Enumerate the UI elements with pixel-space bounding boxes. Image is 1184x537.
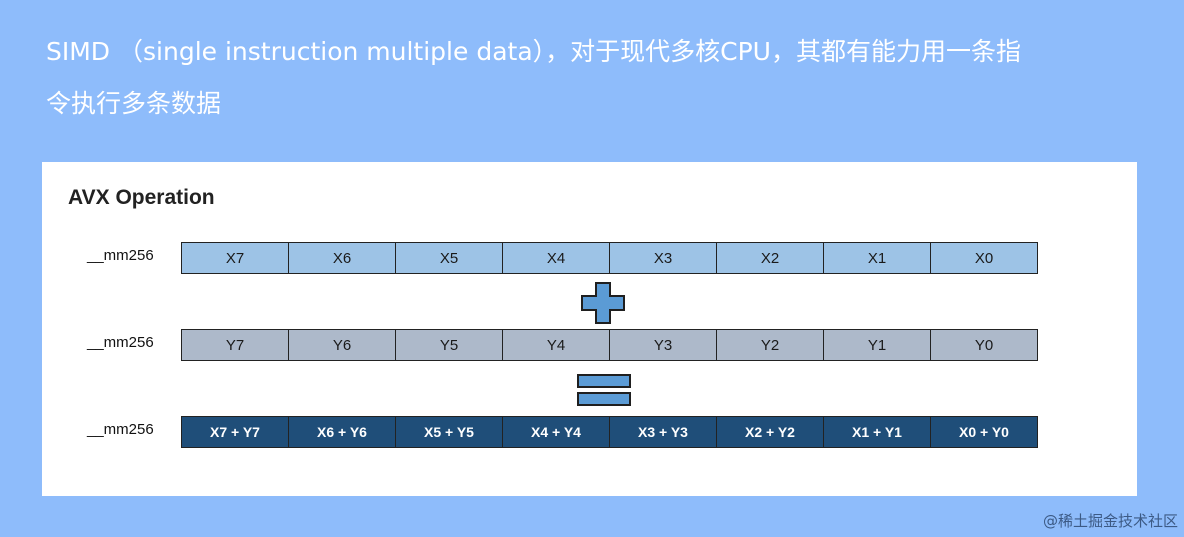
caption: SIMD （single instruction multiple data），… — [46, 26, 1146, 130]
register-cell: X2 + Y2 — [717, 417, 824, 447]
register-cell: X5 + Y5 — [396, 417, 503, 447]
register-cell: X0 + Y0 — [931, 417, 1037, 447]
register-cell: X7 + Y7 — [182, 417, 289, 447]
source-watermark: @稀土掘金技术社区 — [1042, 512, 1178, 530]
register-cell: X1 + Y1 — [824, 417, 931, 447]
register-cells: Y7 Y6 Y5 Y4 Y3 Y2 Y1 Y0 — [181, 329, 1038, 361]
register-label: __mm256 — [87, 334, 154, 351]
register-cell: X3 — [610, 243, 717, 273]
register-cells: X7 X6 X5 X4 X3 X2 X1 X0 — [181, 242, 1038, 274]
register-cell: Y1 — [824, 330, 931, 360]
register-cell: Y2 — [717, 330, 824, 360]
register-cell: Y7 — [182, 330, 289, 360]
register-cell: X5 — [396, 243, 503, 273]
register-label: __mm256 — [87, 421, 154, 438]
register-cell: X6 — [289, 243, 396, 273]
register-cell: Y0 — [931, 330, 1037, 360]
register-cell: Y4 — [503, 330, 610, 360]
register-cell: X3 + Y3 — [610, 417, 717, 447]
register-cell: Y3 — [610, 330, 717, 360]
avx-diagram-panel: AVX Operation __mm256 X7 X6 X5 X4 X3 X2 … — [42, 162, 1137, 496]
caption-line-1: SIMD （single instruction multiple data），… — [46, 37, 1021, 66]
register-cells: X7 + Y7 X6 + Y6 X5 + Y5 X4 + Y4 X3 + Y3 … — [181, 416, 1038, 448]
register-label: __mm256 — [87, 247, 154, 264]
register-cell: Y6 — [289, 330, 396, 360]
equals-icon — [577, 374, 631, 406]
diagram-title: AVX Operation — [68, 186, 215, 209]
register-cell: X1 — [824, 243, 931, 273]
register-cell: Y5 — [396, 330, 503, 360]
register-cell: X2 — [717, 243, 824, 273]
register-cell: X4 + Y4 — [503, 417, 610, 447]
register-cell: X6 + Y6 — [289, 417, 396, 447]
caption-line-2: 令执行多条数据 — [46, 89, 222, 118]
register-cell: X4 — [503, 243, 610, 273]
plus-icon — [581, 282, 625, 324]
register-cell: X7 — [182, 243, 289, 273]
register-cell: X0 — [931, 243, 1037, 273]
